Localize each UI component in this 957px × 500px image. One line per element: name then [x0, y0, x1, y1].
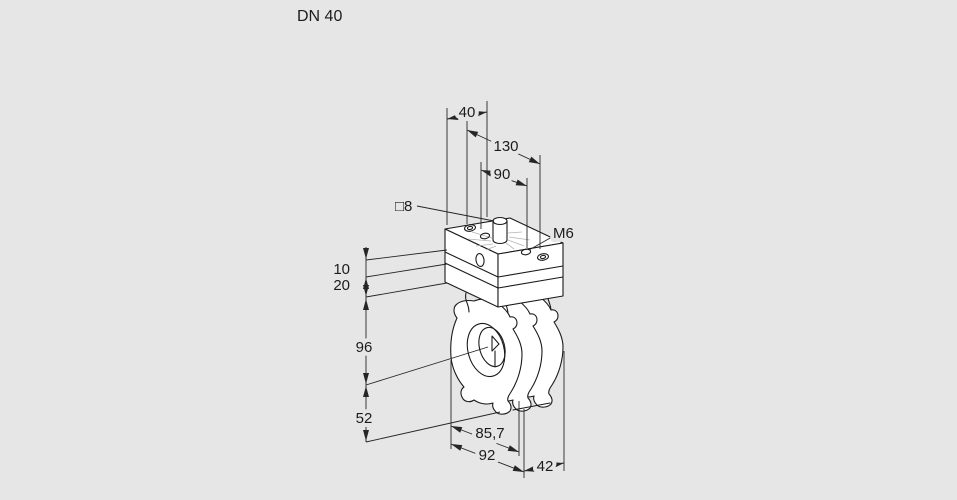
dimension-lines: [363, 101, 565, 478]
page-title: DN 40: [297, 8, 342, 25]
mounting-plate: [444, 216, 564, 308]
plate-top-hatching: [467, 231, 531, 251]
disc-edge-wedge: [491, 335, 500, 352]
leader-square8: [416, 205, 495, 222]
dim-line-42: [523, 462, 565, 472]
plate-step-line-2: [444, 262, 564, 289]
valve-body: [450, 288, 564, 415]
neck-front: [465, 292, 470, 313]
bore: [466, 322, 506, 378]
dimension-labels: 40 130 90 □8 M6 10 20 96 52 85,7 92 42: [329, 100, 578, 479]
leader-m6: [528, 236, 553, 251]
bore-back-edge: [478, 326, 506, 368]
dim-label-90: 90: [494, 166, 511, 183]
dim-label-52: 52: [356, 410, 373, 427]
stem-stub-body: [492, 220, 508, 245]
stem-stub-top: [492, 216, 508, 226]
dim-line-40: [446, 110, 488, 121]
plate-hole-1: [463, 224, 477, 232]
dim-label-40: 40: [459, 104, 476, 121]
dim-label-m6: M6: [553, 225, 574, 242]
dim-label-10: 10: [333, 261, 350, 278]
dim-label-square8: □8: [395, 198, 412, 215]
dim-line-90: [480, 169, 528, 187]
plate-step-line-1: [444, 251, 564, 278]
plate-hole-2: [479, 232, 491, 240]
plate-holes: [463, 224, 550, 261]
dim-label-130: 130: [493, 138, 518, 155]
dim-line-130: [466, 129, 541, 165]
dim-label-42: 42: [537, 458, 554, 475]
plate-hole-3-m6: [520, 248, 532, 256]
dim-line-92: [450, 443, 525, 473]
stem-stub: [492, 216, 508, 245]
dim-label-96: 96: [356, 339, 373, 356]
dim-label-20: 20: [333, 277, 350, 294]
left-extension-lines: [365, 247, 501, 443]
plate-front-hole: [475, 252, 485, 268]
dim-label-85-7: 85,7: [475, 425, 504, 442]
plate-hole-1-inner: [466, 225, 474, 231]
dim-label-92: 92: [479, 447, 496, 464]
plate-hole-4: [536, 253, 550, 261]
plate-hole-4-inner: [539, 254, 547, 260]
